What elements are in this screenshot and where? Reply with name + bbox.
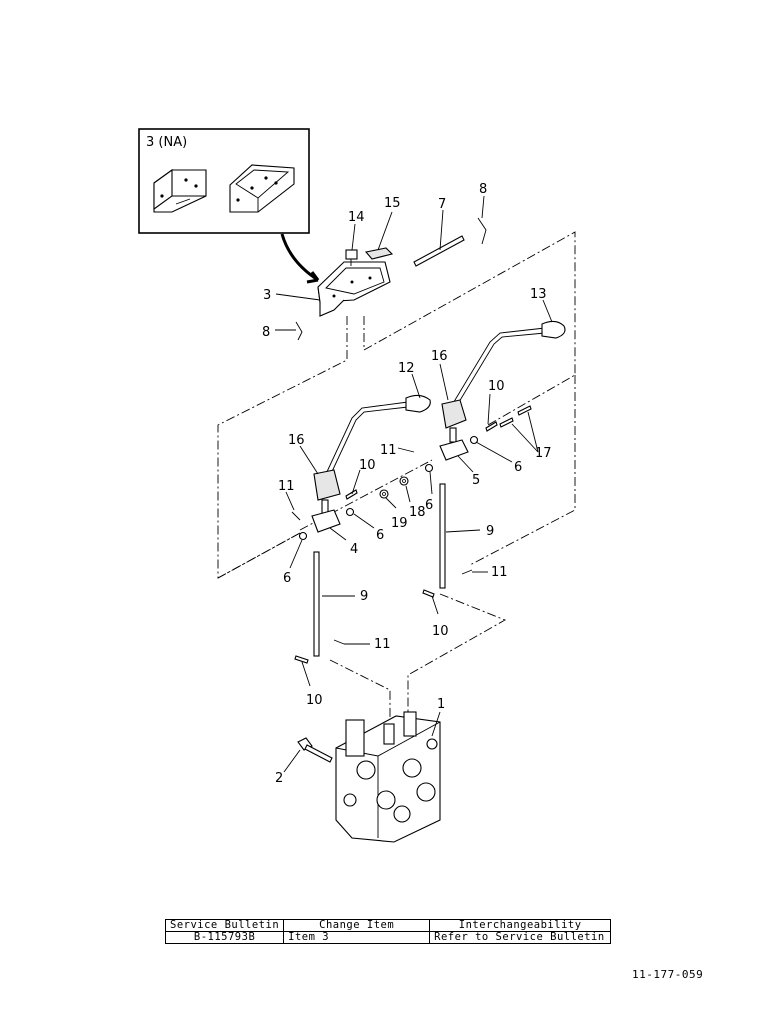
callout-11-left-lower: 11 (374, 637, 391, 652)
header-service-bulletin: Service Bulletin (164, 919, 285, 932)
callout-14: 14 (348, 210, 365, 225)
callout-11-center: 11 (380, 443, 397, 458)
callout-9-right: 9 (486, 524, 494, 539)
cell-change-item: Item 3 (283, 931, 431, 944)
table-row: B-115793B Item 3 Refer to Service Bullet… (164, 931, 612, 944)
part-6-washer-left-upper (345, 507, 355, 517)
header-interchangeability: Interchangeability (429, 919, 612, 932)
part-19-washer (379, 489, 389, 499)
part-10-pin-upper-left (345, 489, 358, 500)
callout-6-right: 6 (514, 460, 522, 475)
part-3-bracket (317, 261, 391, 317)
part-9-rod-right (439, 483, 446, 589)
part-14-bolt (345, 249, 358, 266)
callout-10-right-lower: 10 (432, 624, 449, 639)
part-13-lever-right (451, 320, 566, 408)
service-bulletin-table: Service Bulletin Change Item Interchange… (164, 919, 612, 944)
callout-10-left-upper: 10 (359, 458, 376, 473)
inset-bracket-right (229, 164, 295, 213)
callout-16-left: 16 (288, 433, 305, 448)
callout-5: 5 (472, 473, 480, 488)
part-4-clevis (311, 509, 341, 533)
part-16-knob-right (441, 399, 467, 443)
part-12-lever-left (324, 394, 431, 479)
callout-19: 19 (391, 516, 408, 531)
inset-bracket-left (153, 168, 207, 213)
part-5-clevis (439, 439, 469, 461)
part-6-washer-center (424, 463, 434, 473)
part-9-rod-left (313, 551, 320, 657)
callout-6-left-upper: 6 (376, 528, 384, 543)
callout-12: 12 (398, 361, 415, 376)
part-2-bolt (297, 737, 333, 763)
callout-6-center: 6 (425, 498, 433, 513)
callout-8-lower: 8 (262, 325, 270, 340)
callout-7: 7 (438, 197, 446, 212)
drawing-number: 11-177-059 (632, 968, 704, 981)
part-15-pad (364, 247, 394, 260)
callout-10-right-upper: 10 (488, 379, 505, 394)
callout-16-right: 16 (431, 349, 448, 364)
cell-interchangeability: Refer to Service Bulletin (429, 931, 612, 944)
callout-11-left-upper: 11 (278, 479, 295, 494)
callout-17: 17 (535, 446, 552, 461)
part-10-pins-lower (294, 589, 435, 664)
part-7-pin (413, 235, 465, 267)
inset-detail-box: 3 (NA) (138, 128, 310, 234)
part-11-cotter-pins (291, 449, 473, 645)
callout-10-left-lower: 10 (306, 693, 323, 708)
part-18-nut (399, 476, 409, 486)
inset-title: 3 (NA) (146, 135, 187, 150)
part-16-knob-left (313, 469, 341, 515)
callout-1: 1 (437, 697, 445, 712)
callout-18: 18 (409, 505, 426, 520)
cell-bulletin-number: B-115793B (164, 931, 285, 944)
callout-9-left: 9 (360, 589, 368, 604)
inset-pointer-arrow (280, 233, 320, 284)
table-header-row: Service Bulletin Change Item Interchange… (164, 919, 612, 932)
callout-13: 13 (530, 287, 547, 302)
part-1-control-valve (335, 711, 441, 843)
callout-11-right-lower: 11 (491, 565, 508, 580)
part-8-clip-upper (477, 217, 487, 245)
part-8-clip-lower (295, 321, 303, 341)
part-6-washer-left-lower (298, 531, 308, 541)
callout-4: 4 (350, 542, 358, 557)
callout-3: 3 (263, 288, 271, 303)
part-10-pin-upper-right (485, 421, 498, 432)
callout-labels: 1 2 3 4 5 6 6 6 6 7 8 8 9 9 10 10 10 10 … (262, 182, 552, 786)
assembly-centerlines (217, 231, 576, 720)
header-change-item: Change Item (283, 919, 431, 932)
callout-15: 15 (384, 196, 401, 211)
callout-8-upper: 8 (479, 182, 487, 197)
part-17-pins (499, 405, 532, 428)
callout-2: 2 (275, 771, 283, 786)
leader-lines (275, 195, 553, 773)
callout-6-left-lower: 6 (283, 571, 291, 586)
part-6-washer-right-upper (469, 435, 479, 445)
